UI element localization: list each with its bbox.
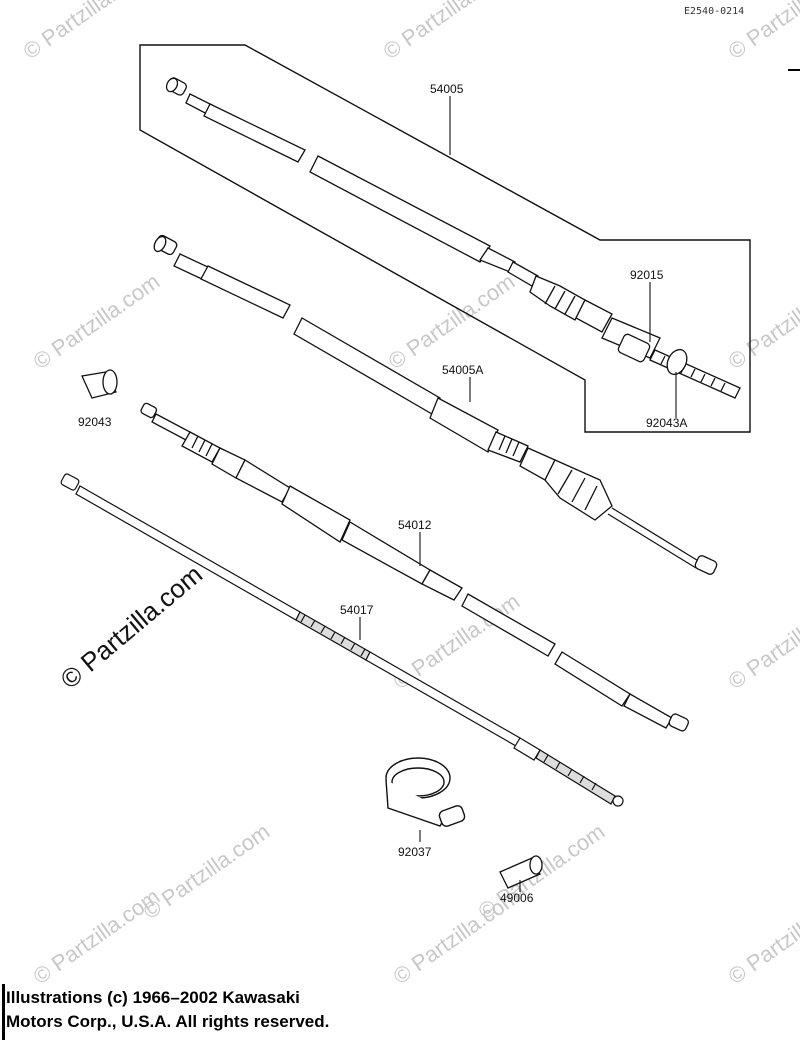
cable-54005A	[153, 234, 718, 575]
cable-54017	[60, 473, 624, 807]
label-54012: 54012	[398, 518, 432, 532]
watermark: © Partzilla.com	[724, 589, 800, 695]
watermark: © Partzilla.com	[139, 819, 275, 925]
leader-lines	[359, 96, 677, 892]
watermark: © Partzilla.com	[19, 0, 155, 64]
watermark: © Partzilla.com	[384, 269, 520, 375]
watermark: © Partzilla.com	[474, 819, 610, 925]
label-54005A: 54005A	[442, 363, 483, 377]
label-92043: 92043	[78, 415, 112, 429]
part-labels: 54005 92015 92043A 54005A 92043 54012 54…	[78, 82, 687, 905]
diagram-code: E2540-0214	[684, 6, 744, 17]
cable-54012	[140, 402, 690, 732]
copyright-line-2: Motors Corp., U.S.A. All rights reserved…	[6, 1012, 330, 1031]
copyright-line-1: Illustrations (c) 1966–2002 Kawasaki	[6, 988, 300, 1007]
copyright-notice: Illustrations (c) 1966–2002 Kawasaki Mot…	[6, 986, 566, 1034]
watermark-large: © Partzilla.com	[55, 559, 208, 695]
watermark: © Partzilla.com	[379, 0, 515, 64]
part-92043-nut	[81, 369, 118, 399]
assembly-outline	[139, 44, 751, 433]
label-54017: 54017	[340, 603, 374, 617]
part-92037-clamp	[385, 757, 466, 827]
label-54005: 54005	[430, 82, 464, 96]
cable-54005	[165, 77, 741, 399]
label-49006: 49006	[500, 891, 534, 905]
label-92015: 92015	[630, 268, 664, 282]
part-49006-end	[499, 855, 543, 889]
watermark-layer: © Partzilla.com © Partzilla.com © Partzi…	[19, 0, 800, 989]
label-92037: 92037	[398, 845, 432, 859]
watermark: © Partzilla.com	[724, 884, 800, 990]
label-92043A: 92043A	[646, 416, 687, 430]
watermark: © Partzilla.com	[29, 269, 165, 375]
footer-bar	[2, 984, 5, 1040]
watermark: © Partzilla.com	[724, 269, 800, 375]
